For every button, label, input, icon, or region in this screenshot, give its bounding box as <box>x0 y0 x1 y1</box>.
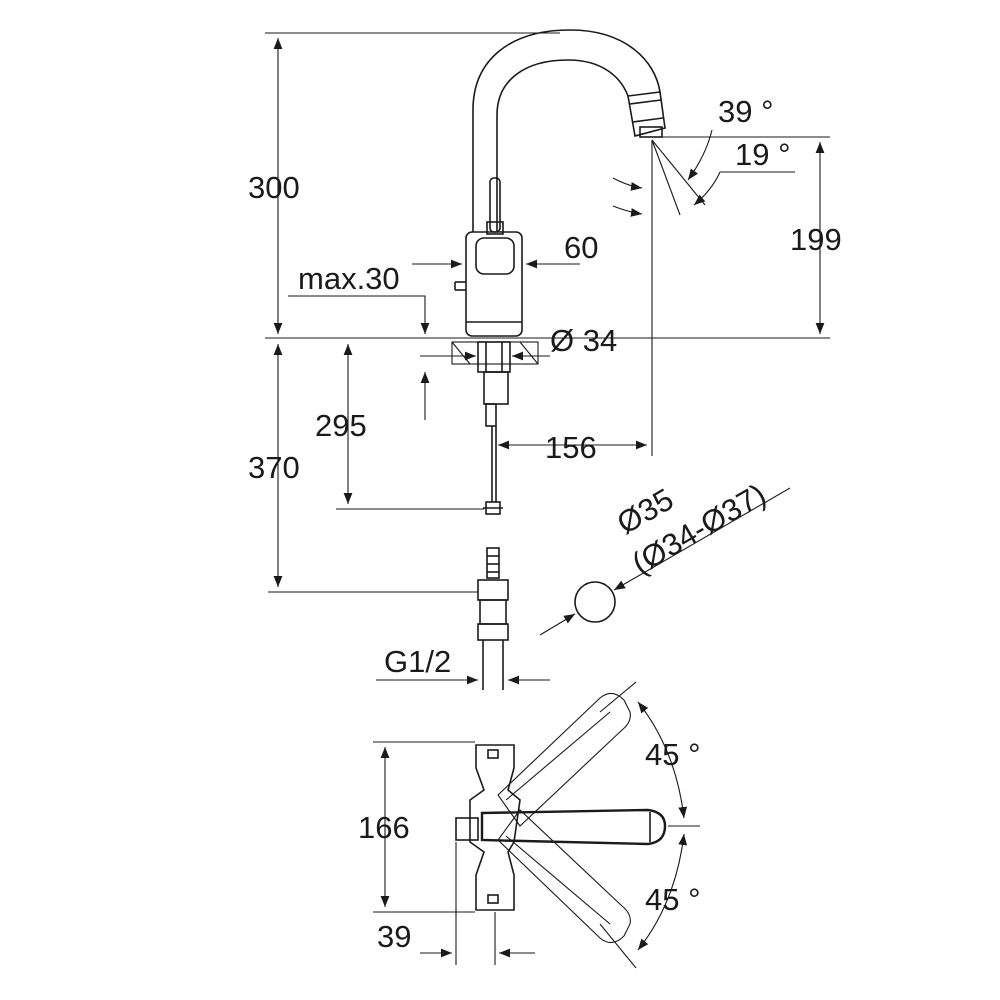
spout-outer <box>472 29 661 232</box>
angle-arc-upper <box>637 701 688 819</box>
connector-body <box>479 599 507 625</box>
connector-nut <box>477 623 509 641</box>
mounting-hole-circle <box>574 581 616 623</box>
side-view-dimensions <box>265 32 830 685</box>
label-370: 370 <box>248 450 300 485</box>
popup-knob <box>455 817 479 841</box>
spray-head-band <box>632 117 664 123</box>
hatch-line <box>519 341 539 365</box>
label-d34: Ø 34 <box>550 323 617 358</box>
faucet-top-view <box>373 681 700 969</box>
lever-base <box>486 221 504 235</box>
hole-detail <box>539 487 791 636</box>
spray-cone-line <box>651 139 706 206</box>
hole-arrow-lower <box>539 613 576 636</box>
angle-arrow-39 <box>687 129 713 181</box>
faucet-side-view <box>265 29 830 690</box>
spout-position-upper <box>497 692 631 827</box>
label-60: 60 <box>564 230 598 265</box>
label-156: 156 <box>545 430 597 465</box>
aerator <box>639 126 663 138</box>
top-body-marker <box>487 894 499 904</box>
label-39: 39 <box>377 919 411 954</box>
label-295: 295 <box>315 408 367 443</box>
angle-arrow-19 <box>693 171 721 206</box>
label-199: 199 <box>790 222 842 257</box>
label-g12: G1/2 <box>384 644 451 679</box>
hose-ferrule <box>485 403 497 427</box>
label-19deg: 19 ° <box>735 137 791 172</box>
extension-line <box>599 923 637 969</box>
mounting-nut <box>477 341 511 373</box>
extension-line <box>599 681 637 713</box>
top-body <box>469 744 521 911</box>
label-45deg-lower: 45 ° <box>645 882 701 917</box>
dim-arrow-max30 <box>288 295 430 334</box>
mounting-bracket <box>483 371 509 405</box>
spray-cone-line <box>651 139 681 216</box>
spout-position-lower <box>497 809 631 944</box>
faucet-body <box>465 231 523 337</box>
label-300: 300 <box>248 170 300 205</box>
body-recess <box>475 237 515 275</box>
label-45deg-upper: 45 ° <box>645 737 701 772</box>
worktop-section <box>451 341 539 365</box>
label-max30: max.30 <box>298 261 400 296</box>
spout-position-upper-inner <box>505 711 611 801</box>
spray-head <box>627 91 666 137</box>
angle-arrow <box>612 177 643 191</box>
top-body-marker <box>487 749 499 759</box>
spout-inner <box>496 59 629 232</box>
label-166: 166 <box>358 810 410 845</box>
angle-arc-lower <box>637 833 688 951</box>
spray-head-band <box>629 99 662 105</box>
hose-threaded-end <box>486 547 500 579</box>
angle-arrow <box>612 205 643 217</box>
label-39deg: 39 ° <box>718 94 774 129</box>
hatch-line <box>451 341 471 365</box>
connector-nut <box>477 579 509 601</box>
spout-position-lower-inner <box>505 835 611 925</box>
lever-handle <box>489 177 501 233</box>
dimension-labels: 300 199 60 max.30 Ø 34 156 295 370 G1/2 … <box>248 94 842 954</box>
hole-arrow-upper <box>613 487 791 591</box>
